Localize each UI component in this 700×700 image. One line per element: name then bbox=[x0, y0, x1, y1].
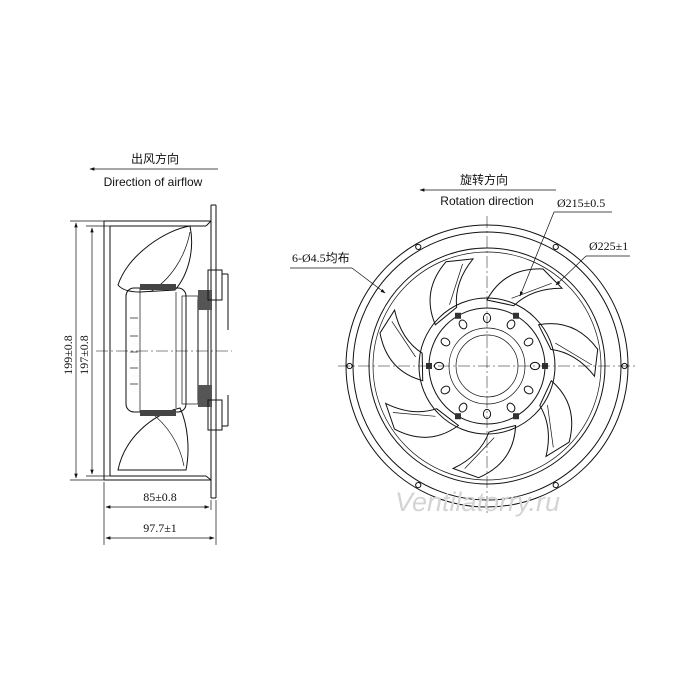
front-blades bbox=[379, 258, 599, 479]
hub-hole bbox=[523, 337, 534, 347]
hub-hole bbox=[440, 337, 451, 347]
blade-edge bbox=[449, 263, 463, 305]
mounting-hole bbox=[552, 243, 559, 251]
blade-edge bbox=[464, 437, 495, 469]
mounting-hole bbox=[415, 481, 422, 489]
mounting-hole bbox=[415, 243, 422, 251]
front-view: 旋转方向 Rotation direction bbox=[290, 172, 636, 516]
side-height-dimensions bbox=[70, 220, 110, 481]
blade-edge bbox=[511, 282, 552, 299]
blade-edge bbox=[391, 321, 416, 358]
blade-edge bbox=[555, 342, 593, 366]
dim-holes: 6-Ø4.5均布 bbox=[292, 251, 350, 265]
blade bbox=[539, 379, 573, 458]
side-view: 出风方向 Direction of airflow bbox=[61, 151, 232, 545]
blade bbox=[429, 258, 475, 326]
dim-depth-body: 85±0.8 bbox=[143, 490, 177, 504]
hub-rivet bbox=[455, 312, 461, 319]
blade bbox=[451, 424, 517, 479]
dim-height-inner: 197±0.8 bbox=[77, 335, 91, 375]
mounting-hole bbox=[552, 481, 559, 489]
blade bbox=[537, 323, 599, 378]
dim-height-outer: 199±0.8 bbox=[61, 335, 75, 375]
airflow-label-cn: 出风方向 bbox=[131, 151, 179, 166]
hub-rivet bbox=[513, 413, 519, 420]
hub-hole bbox=[523, 385, 534, 395]
rotation-label-en: Rotation direction bbox=[440, 194, 533, 208]
airflow-label-en: Direction of airflow bbox=[104, 175, 203, 189]
side-depth-dimensions bbox=[103, 482, 217, 545]
side-motor bbox=[125, 269, 229, 431]
hub-hole bbox=[458, 319, 468, 330]
blade bbox=[384, 402, 460, 438]
dim-outer-diameter: Ø225±1 bbox=[589, 239, 628, 253]
outer-diameter-leader bbox=[555, 255, 587, 286]
hub-hole bbox=[458, 402, 468, 413]
hub-hole bbox=[506, 319, 516, 330]
blade bbox=[486, 268, 564, 307]
watermark: Ventilatorry.ru bbox=[395, 487, 560, 517]
holes-leader bbox=[351, 267, 386, 294]
housing-outline bbox=[103, 204, 217, 499]
hub-hole bbox=[506, 402, 516, 413]
blade-edge bbox=[547, 405, 554, 448]
dim-depth-total: 97.7±1 bbox=[143, 521, 177, 535]
blade-edge bbox=[392, 412, 436, 417]
side-blades bbox=[117, 225, 193, 471]
bolt-circle-leader bbox=[519, 211, 555, 297]
hub-rivet bbox=[455, 413, 461, 420]
dim-bolt-circle: Ø215±0.5 bbox=[557, 196, 605, 210]
rotation-label-cn: 旋转方向 bbox=[460, 172, 508, 187]
hub-rivet bbox=[513, 312, 519, 319]
blade bbox=[379, 308, 424, 382]
hub-hole bbox=[440, 385, 451, 395]
